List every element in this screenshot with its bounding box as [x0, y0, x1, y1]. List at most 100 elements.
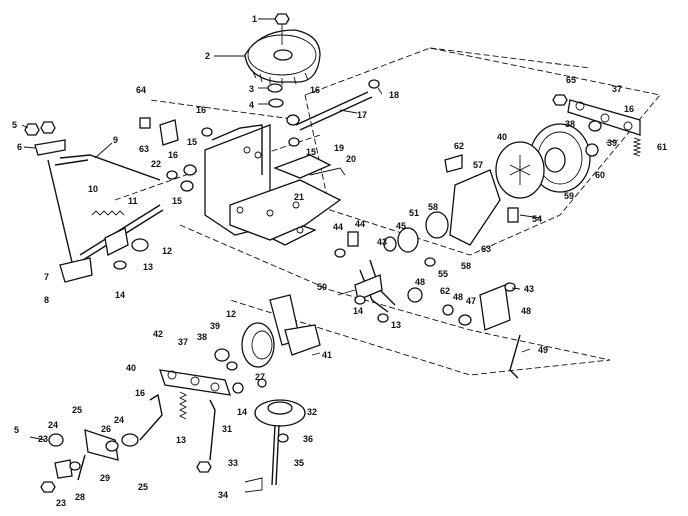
callout-label: 16	[624, 104, 634, 114]
callout-label: 25	[138, 482, 148, 492]
upper-right-lever	[552, 94, 642, 157]
mid-right-bracket	[334, 154, 519, 267]
callout-label: 28	[75, 492, 85, 502]
callout-label: 44	[355, 219, 365, 229]
callout-label: 61	[657, 142, 667, 152]
spring-and-shaft	[79, 204, 164, 270]
callout-label: 6	[17, 142, 22, 152]
reference-lines	[114, 47, 661, 376]
callout-label: 36	[303, 434, 313, 444]
callout-label: 15	[306, 147, 316, 157]
callout-label: 14	[115, 290, 125, 300]
callout-label: 41	[322, 350, 332, 360]
callout-label: 62	[440, 286, 450, 296]
callout-label: 16	[135, 388, 145, 398]
callout-label: 38	[197, 332, 207, 342]
callout-label: 5	[14, 425, 19, 435]
callout-label: 32	[307, 407, 317, 417]
callout-label: 64	[136, 85, 146, 95]
leader-lines	[21, 18, 619, 356]
callout-label: 13	[391, 320, 401, 330]
callout-label: 5	[12, 120, 17, 130]
fastener-cluster	[139, 117, 213, 192]
callout-label: 25	[72, 405, 82, 415]
callout-label: 44	[333, 222, 343, 232]
lower-hub	[196, 399, 306, 493]
callout-label: 14	[353, 306, 363, 316]
callout-label: 29	[100, 473, 110, 483]
callout-label: 48	[521, 306, 531, 316]
callout-label: 16	[196, 105, 206, 115]
shifter-plate	[407, 282, 521, 379]
callout-label: 63	[481, 244, 491, 254]
shift-rod-assembly	[24, 121, 161, 283]
lower-left-lever	[139, 369, 267, 441]
center-levers	[337, 259, 396, 323]
callout-label: 7	[44, 272, 49, 282]
callout-label: 58	[428, 202, 438, 212]
callout-label: 26	[101, 424, 111, 434]
callout-label: 31	[222, 424, 232, 434]
callout-label: 13	[143, 262, 153, 272]
callout-label: 43	[377, 237, 387, 247]
callout-label: 12	[226, 309, 236, 319]
callout-label: 59	[564, 191, 574, 201]
callout-label: 18	[389, 90, 399, 100]
callout-label: 38	[565, 119, 575, 129]
callout-label: 60	[595, 170, 605, 180]
callout-label: 58	[461, 261, 471, 271]
callout-label: 50	[317, 282, 327, 292]
callout-label: 17	[357, 110, 367, 120]
callout-label: 2	[205, 51, 210, 61]
callout-label: 65	[566, 75, 576, 85]
callout-label: 12	[162, 246, 172, 256]
sprocket-gear	[244, 13, 321, 108]
callout-label: 40	[497, 132, 507, 142]
callout-label: 42	[153, 329, 163, 339]
callout-label: 35	[294, 458, 304, 468]
callout-label: 39	[210, 321, 220, 331]
callout-label: 47	[466, 296, 476, 306]
callout-label: 13	[176, 435, 186, 445]
callout-label: 40	[126, 363, 136, 373]
callout-label: 16	[168, 150, 178, 160]
main-frame-bracket	[204, 124, 342, 246]
callout-label: 24	[114, 415, 124, 425]
callout-label: 48	[415, 277, 425, 287]
shaft-rod	[286, 79, 380, 147]
callout-label: 55	[438, 269, 448, 279]
callout-label: 11	[128, 196, 138, 206]
callout-label: 51	[409, 208, 419, 218]
callout-label: 54	[532, 214, 542, 224]
callout-label: 23	[56, 498, 66, 508]
callout-label: 22	[151, 159, 161, 169]
callout-label: 27	[255, 372, 265, 382]
callout-label: 48	[453, 292, 463, 302]
callout-label: 43	[524, 284, 534, 294]
callout-label: 3	[249, 84, 254, 94]
callout-label: 21	[294, 192, 304, 202]
callout-label: 23	[38, 434, 48, 444]
callout-label: 24	[48, 420, 58, 430]
callout-labels: 1 2 3 4 5 6 7 8 9 10 11 12 13 14 15 15 1…	[12, 14, 667, 508]
callout-label: 57	[473, 160, 483, 170]
callout-label: 63	[139, 144, 149, 154]
callout-label: 49	[538, 345, 548, 355]
callout-label: 10	[88, 184, 98, 194]
lower-left-linkage	[29, 429, 139, 493]
callout-label: 20	[346, 154, 356, 164]
callout-label: 37	[178, 337, 188, 347]
callout-label: 8	[44, 295, 49, 305]
callout-label: 15	[187, 137, 197, 147]
callout-label: 62	[454, 141, 464, 151]
right-pulley	[495, 123, 599, 199]
callout-label: 14	[237, 407, 247, 417]
callout-label: 4	[249, 100, 254, 110]
callout-label: 1	[252, 14, 257, 24]
callout-label: 16	[310, 85, 320, 95]
callout-label: 33	[228, 458, 238, 468]
callout-label: 9	[113, 135, 118, 145]
callout-label: 15	[172, 196, 182, 206]
center-pulley	[214, 294, 321, 371]
